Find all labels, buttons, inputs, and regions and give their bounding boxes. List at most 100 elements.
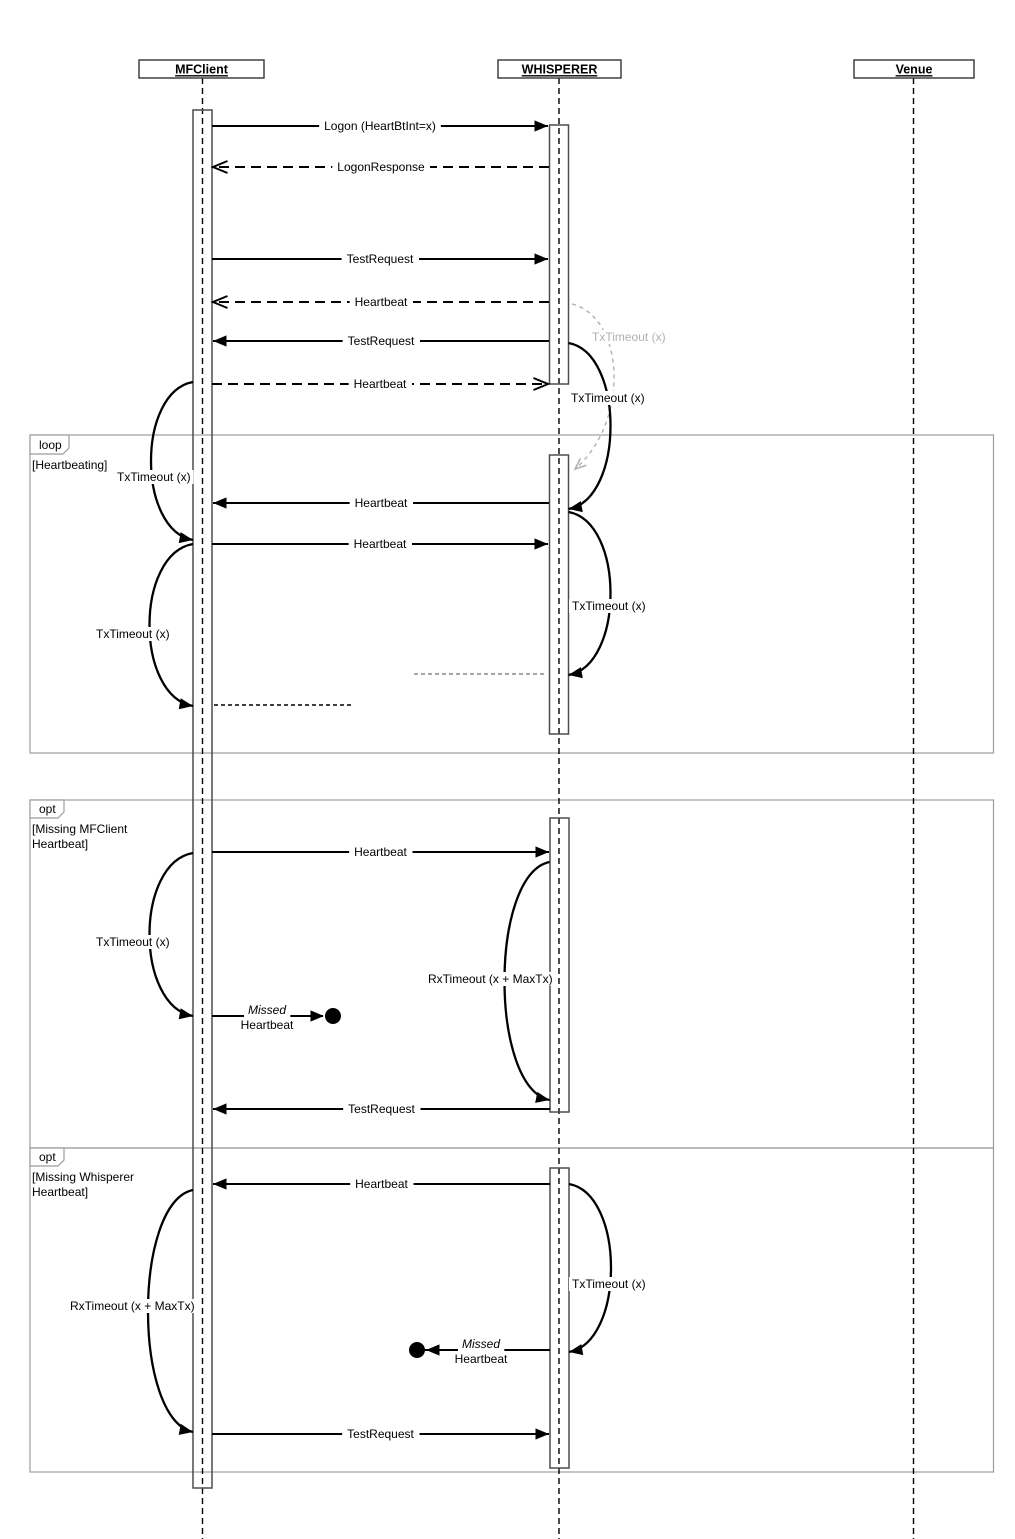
arrowhead-filled bbox=[535, 1428, 549, 1440]
label-mask bbox=[93, 935, 173, 949]
label-mask bbox=[349, 496, 414, 510]
self-call-label: TxTimeout (x) bbox=[572, 599, 646, 613]
activation-bar-whisperer-4 bbox=[549, 1167, 570, 1469]
message-label: Heartbeat bbox=[355, 295, 408, 309]
frame-tag-pentagon bbox=[29, 1147, 65, 1167]
label-mask bbox=[569, 599, 649, 613]
frame-tag-label: opt bbox=[39, 802, 56, 816]
message-label: Heartbeat bbox=[354, 537, 407, 551]
participant-mfclient: MFClient bbox=[138, 59, 265, 79]
label-mask bbox=[67, 1299, 198, 1313]
arrowhead-open bbox=[210, 295, 228, 309]
label-mask bbox=[589, 330, 669, 344]
lost-message-label-line2: Heartbeat bbox=[455, 1352, 508, 1366]
label-mask bbox=[342, 1427, 420, 1441]
self-call-label: RxTimeout (x + MaxTx) bbox=[428, 972, 553, 986]
self-call-curve-4 bbox=[568, 510, 612, 677]
self-call-label: TxTimeout (x) bbox=[571, 391, 645, 405]
message-label: TestRequest bbox=[348, 1102, 415, 1116]
arrowhead-filled bbox=[213, 497, 227, 509]
self-call-label: TxTimeout (x) bbox=[592, 330, 666, 344]
self-call-curve-7 bbox=[568, 1182, 613, 1354]
arrowhead-filled bbox=[568, 501, 583, 513]
participant-name: MFClient bbox=[175, 63, 229, 77]
frame-guard-text: [Missing MFClient bbox=[32, 822, 128, 836]
participant-name: WHISPERER bbox=[522, 63, 598, 77]
arrowhead-filled bbox=[569, 1344, 584, 1356]
activation-bar-whisperer-3 bbox=[549, 817, 570, 1113]
frame-guard-text: Heartbeat] bbox=[32, 1185, 88, 1199]
self-call-label: TxTimeout (x) bbox=[96, 627, 170, 641]
label-mask bbox=[457, 1337, 505, 1351]
activation-bar-whisperer-1 bbox=[548, 124, 570, 385]
label-mask bbox=[341, 252, 420, 266]
self-call-label: TxTimeout (x) bbox=[117, 470, 191, 484]
activation-bar-mfclient-0 bbox=[192, 109, 213, 1489]
label-mask bbox=[450, 1352, 513, 1366]
layer-curves bbox=[146, 303, 615, 1435]
arrowhead-open bbox=[210, 160, 228, 174]
arrowhead-filled bbox=[534, 253, 548, 265]
arrowhead-open bbox=[533, 377, 551, 391]
frame-tag-pentagon bbox=[29, 434, 70, 455]
arrowhead-filled bbox=[535, 846, 549, 858]
message-label: TestRequest bbox=[347, 1427, 414, 1441]
participant-box bbox=[497, 59, 622, 79]
arrowhead-filled bbox=[178, 532, 193, 544]
label-mask bbox=[343, 1102, 421, 1116]
label-mask bbox=[569, 1277, 649, 1291]
label-mask bbox=[342, 334, 421, 348]
label-mask bbox=[332, 160, 431, 174]
arrowhead-filled bbox=[534, 538, 548, 550]
lost-message-label-line1: Missed bbox=[462, 1337, 500, 1351]
frame-guard-text: Heartbeat] bbox=[32, 837, 88, 851]
arrowhead-filled bbox=[213, 1178, 227, 1190]
frame-border bbox=[29, 1147, 995, 1473]
arrowhead-open bbox=[573, 458, 587, 471]
label-mask bbox=[114, 470, 194, 484]
label-mask bbox=[319, 119, 441, 133]
message-label: LogonResponse bbox=[337, 160, 425, 174]
lost-message-label-line1: Missed bbox=[248, 1003, 286, 1017]
layer-stubs bbox=[214, 673, 546, 706]
layer-heads: MFClient WHISPERER Venue bbox=[138, 59, 975, 79]
participant-box bbox=[138, 59, 265, 79]
label-mask bbox=[349, 845, 413, 859]
participant-box bbox=[853, 59, 975, 79]
label-mask bbox=[348, 377, 413, 391]
layer-messages bbox=[210, 120, 551, 1440]
arrowhead-filled bbox=[535, 1091, 550, 1103]
self-call-curve-2 bbox=[149, 380, 194, 542]
arrowhead-filled bbox=[213, 335, 227, 347]
arrowhead-filled bbox=[310, 1010, 324, 1022]
arrowhead-filled bbox=[178, 1423, 193, 1435]
arrowhead-filled bbox=[534, 120, 548, 132]
arrowhead-filled bbox=[178, 1008, 193, 1020]
arrowhead-filled bbox=[178, 698, 193, 710]
message-label: TestRequest bbox=[347, 252, 414, 266]
label-mask bbox=[350, 1177, 414, 1191]
participant-venue: Venue bbox=[853, 59, 975, 79]
self-call-label: TxTimeout (x) bbox=[572, 1277, 646, 1291]
arrowhead-filled bbox=[213, 1103, 227, 1115]
label-mask bbox=[349, 295, 414, 309]
frame-loop-0: loop[Heartbeating] bbox=[29, 434, 995, 754]
message-label: Heartbeat bbox=[354, 377, 407, 391]
label-mask bbox=[93, 627, 173, 641]
label-mask bbox=[243, 1003, 291, 1017]
arrowhead-filled bbox=[426, 1344, 440, 1356]
participant-whisperer: WHISPERER bbox=[497, 59, 622, 79]
message-label: Heartbeat bbox=[355, 1177, 408, 1191]
lost-message-endpoint bbox=[325, 1008, 341, 1024]
frame-border bbox=[29, 434, 995, 754]
message-label: TestRequest bbox=[348, 334, 415, 348]
frame-guard-text: [Heartbeating] bbox=[32, 458, 107, 472]
label-mask bbox=[568, 391, 648, 405]
label-mask bbox=[425, 972, 556, 986]
self-call-label: TxTimeout (x) bbox=[96, 935, 170, 949]
